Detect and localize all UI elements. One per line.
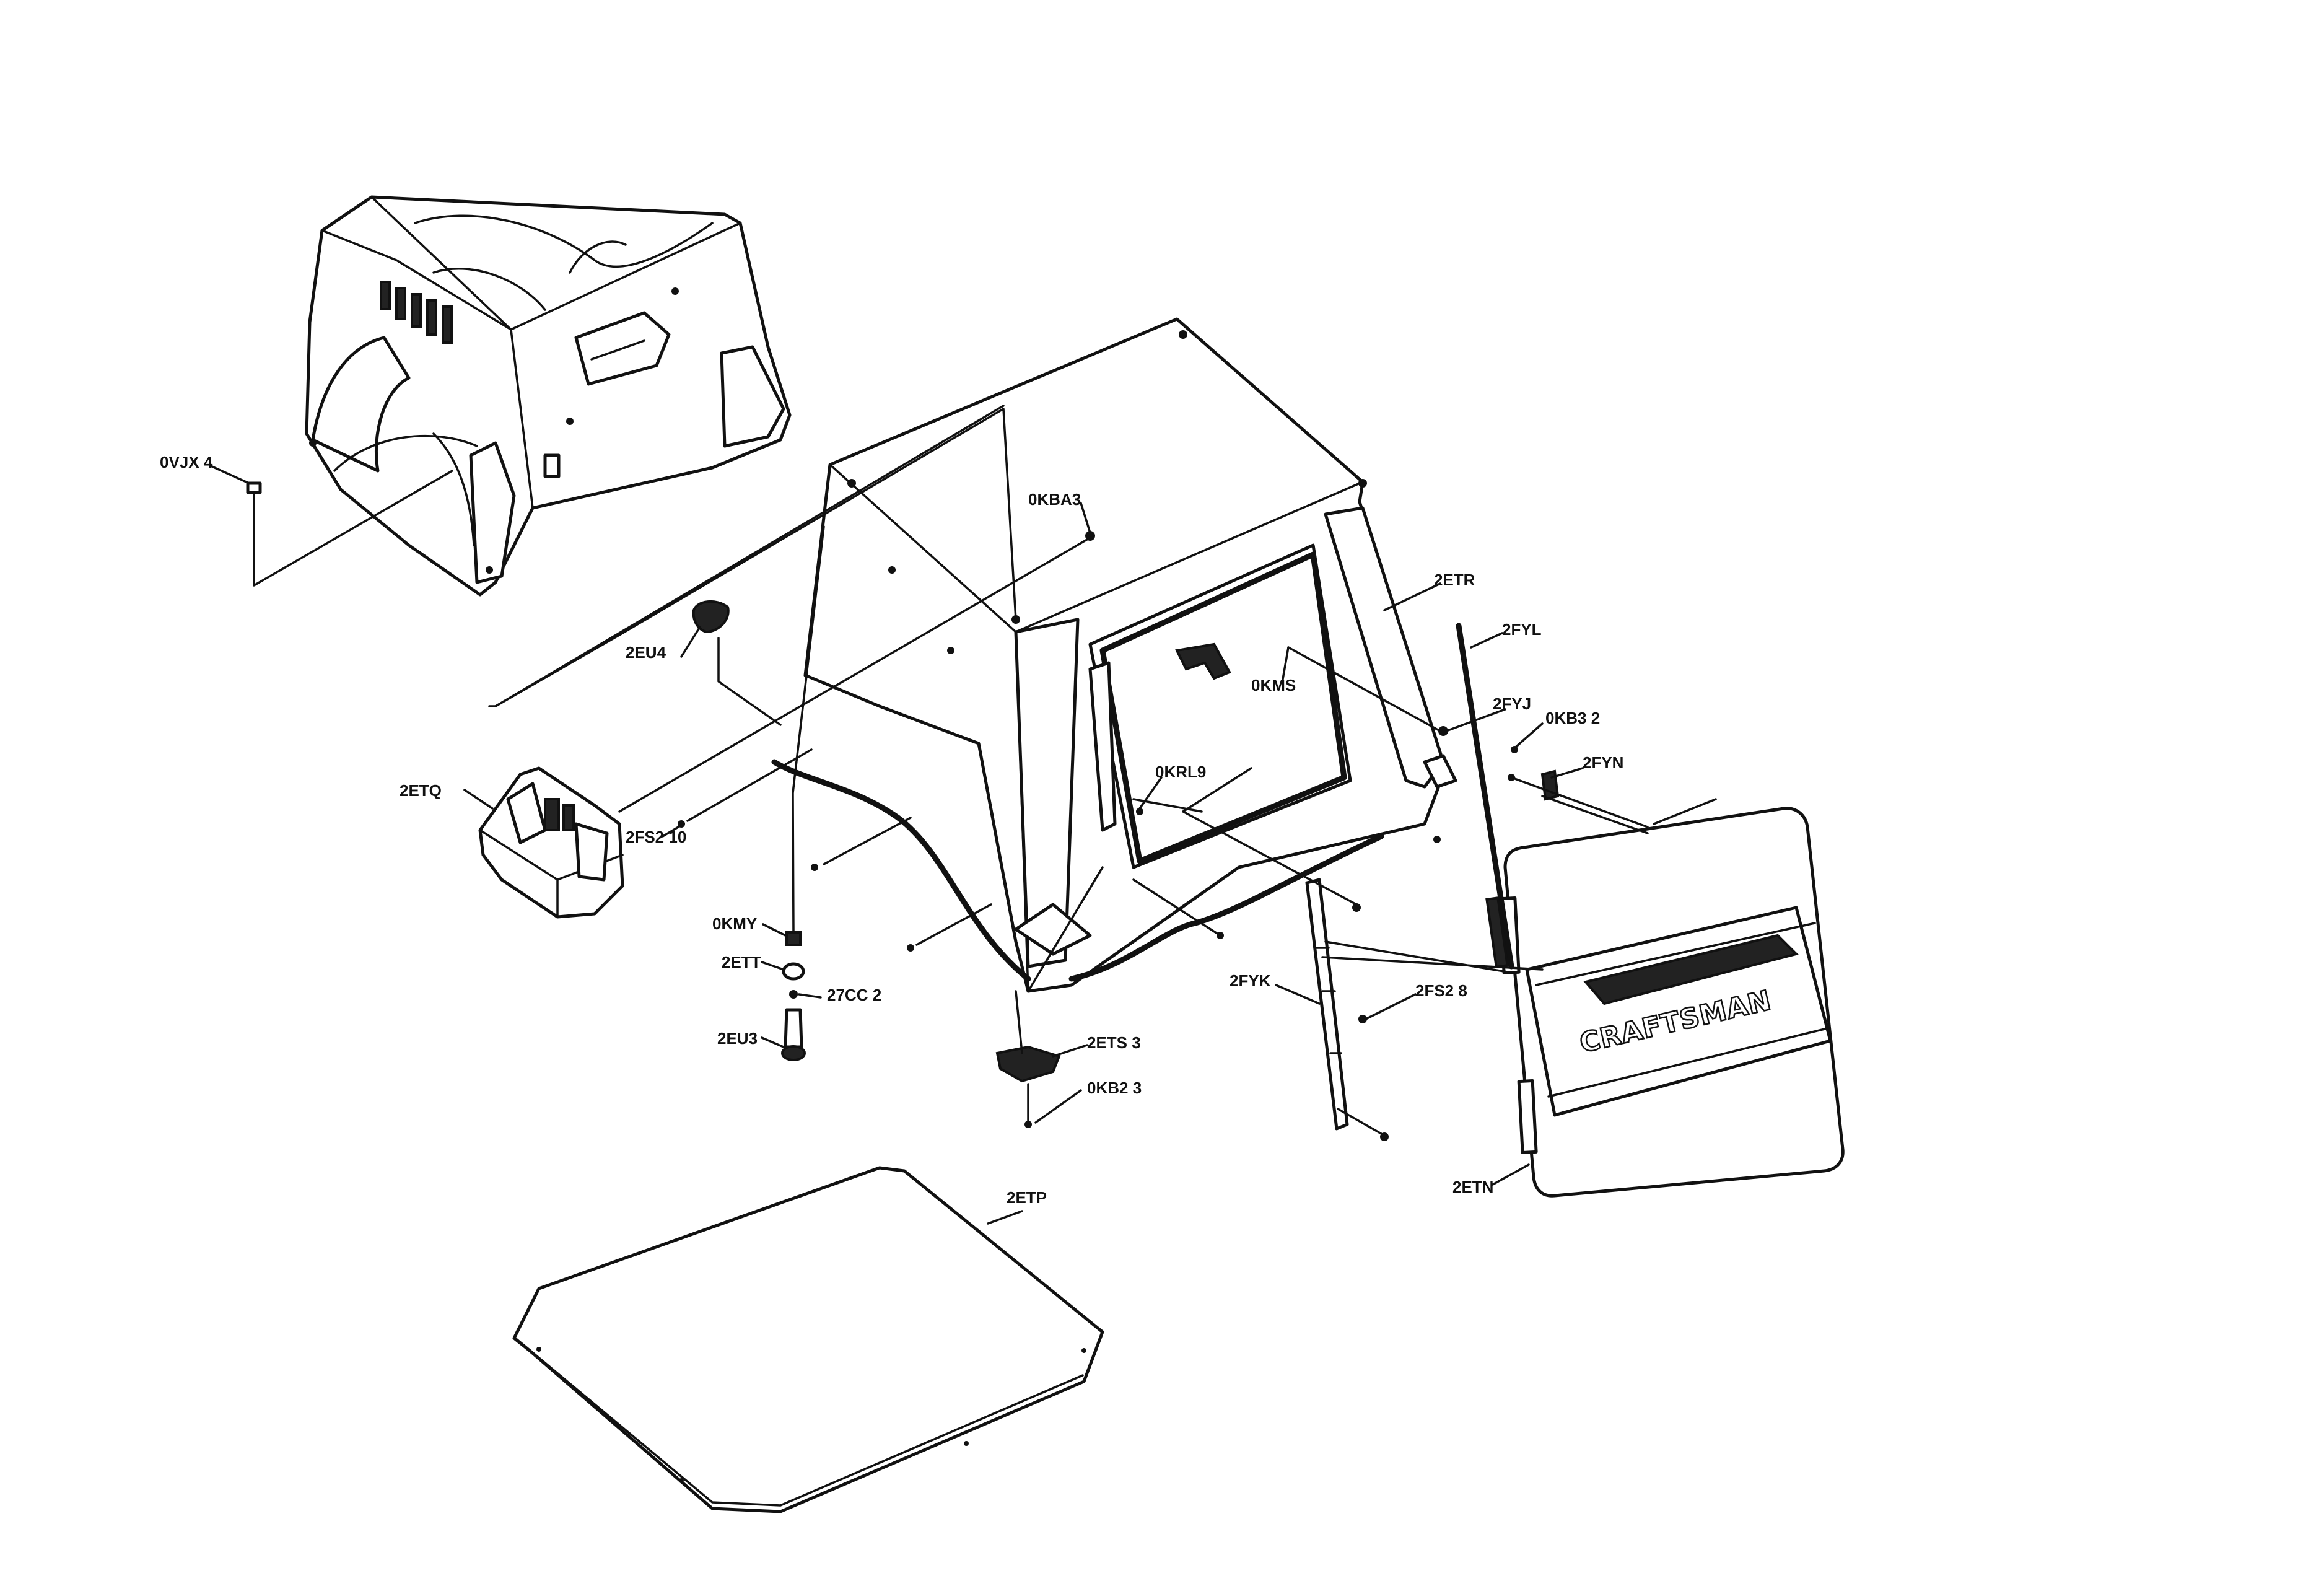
label-0kba: 0KBA3 xyxy=(1028,490,1081,509)
craftsman-door-panel: CRAFTSMAN xyxy=(1498,807,1845,1198)
label-2eu3: 2EU3 xyxy=(717,1029,758,1048)
callout-leaders xyxy=(209,465,1584,1225)
callout-labels: 0VJX 4 0KBA3 2ETR 2FYL 2EU4 0KMS 2FYJ 0K… xyxy=(160,453,1623,1207)
label-0kmy: 0KMY xyxy=(712,914,757,933)
label-2etq: 2ETQ xyxy=(400,781,442,800)
label-2ett: 2ETT xyxy=(722,953,761,971)
label-2eu4: 2EU4 xyxy=(626,643,666,662)
label-0kb2: 0KB2 3 xyxy=(1087,1079,1142,1097)
label-0kb3: 0KB3 2 xyxy=(1545,709,1600,727)
label-2fs2-8: 2FS2 8 xyxy=(1415,981,1467,1000)
cabinet-housing xyxy=(771,317,1457,993)
hinge-strip xyxy=(1305,878,1349,1131)
label-2fs2-10: 2FS2 10 xyxy=(626,828,686,846)
base-plate xyxy=(512,1166,1104,1513)
motor-bracket xyxy=(478,766,624,919)
label-2fyk: 2FYK xyxy=(1230,971,1271,990)
label-2etn: 2ETN xyxy=(1452,1178,1493,1196)
label-0krl: 0KRL9 xyxy=(1155,763,1206,781)
label-2etr: 2ETR xyxy=(1434,571,1475,589)
label-2fyn: 2FYN xyxy=(1583,753,1623,772)
label-0kms: 0KMS xyxy=(1251,676,1296,694)
label-2fyj: 2FYJ xyxy=(1493,694,1531,713)
label-27cc: 27CC 2 xyxy=(827,986,881,1004)
label-2fyl: 2FYL xyxy=(1502,620,1542,639)
label-2etp: 2ETP xyxy=(1007,1188,1047,1207)
label-2ets: 2ETS 3 xyxy=(1087,1033,1141,1052)
support-rod xyxy=(1456,623,1514,970)
saw-base-housing xyxy=(305,195,792,597)
label-0vjx: 0VJX 4 xyxy=(160,453,213,471)
small-parts xyxy=(246,481,1560,1141)
